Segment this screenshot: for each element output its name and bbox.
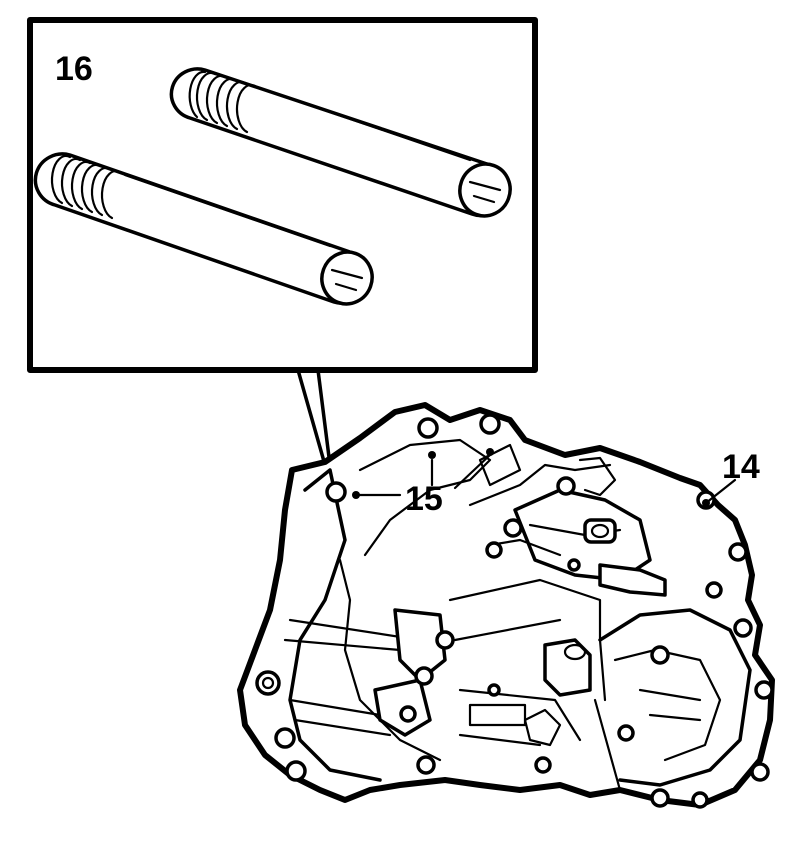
detail-label: 16 bbox=[55, 50, 93, 88]
guide-stud-pin-lower bbox=[33, 152, 374, 306]
case-label: 14 bbox=[722, 448, 760, 486]
gearbox-housing bbox=[237, 402, 775, 809]
guide-stud-pin-upper bbox=[169, 67, 512, 218]
holes-label: 15 bbox=[405, 480, 443, 518]
callout-14: 14 bbox=[702, 448, 760, 507]
detail-connector bbox=[296, 368, 332, 467]
detail-inset: 16 bbox=[27, 17, 538, 373]
mounting-bolts bbox=[255, 413, 774, 809]
callout-15: 15 bbox=[352, 448, 494, 518]
